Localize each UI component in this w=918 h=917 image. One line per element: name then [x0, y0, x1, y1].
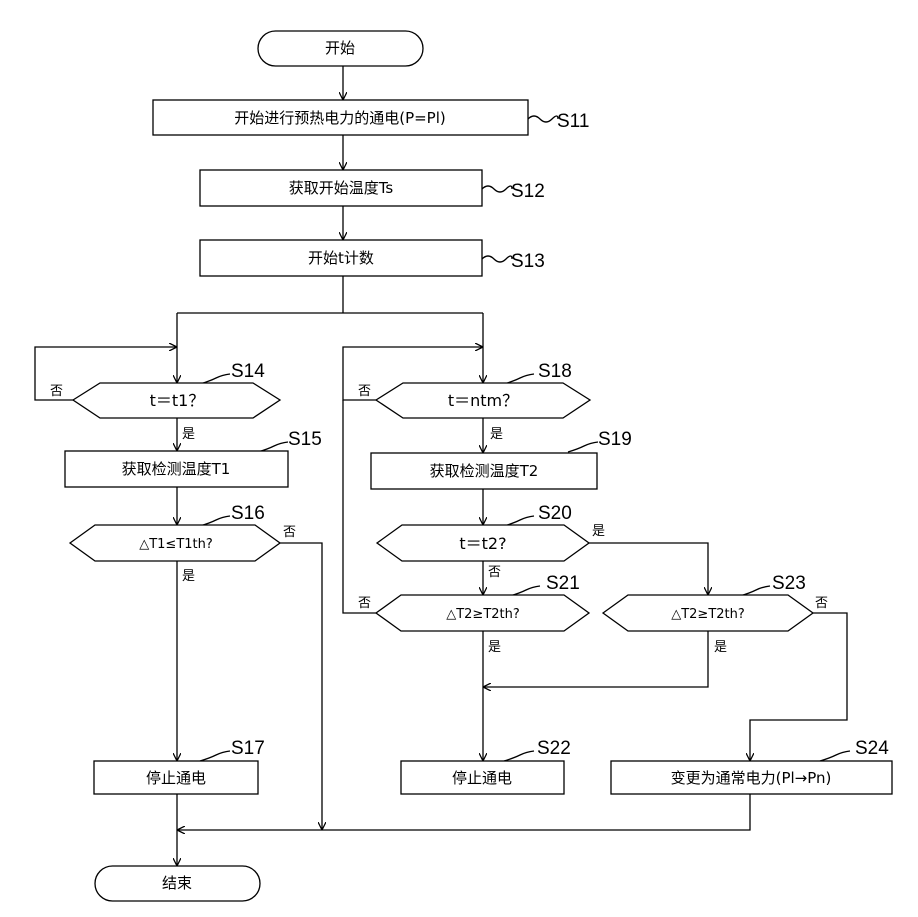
- decision-s16-label: S16: [231, 503, 265, 524]
- s16-yes-label: 是: [182, 569, 195, 584]
- step-s11: 开始进行预热电力的通电(P=Pl) S11: [153, 100, 589, 135]
- decision-s14-text: t＝t1？: [150, 391, 205, 410]
- step-s13-text: 开始t计数: [308, 249, 374, 267]
- decision-s20-text: t＝t2?: [459, 534, 506, 553]
- step-s22-label: S22: [537, 738, 571, 759]
- s23-no-label: 否: [815, 596, 828, 611]
- decision-s21-text: △T2≥T2th?: [446, 607, 520, 622]
- s18-yes-label: 是: [490, 427, 503, 442]
- decision-s14-label: S14: [231, 361, 265, 382]
- step-s19-text: 获取检测温度T2: [430, 462, 539, 480]
- start-terminal: 开始: [258, 31, 423, 66]
- step-s11-text: 开始进行预热电力的通电(P=Pl): [234, 109, 446, 127]
- s14-no-label: 否: [50, 384, 63, 399]
- decision-s23-text: △T2≥T2th?: [671, 607, 745, 622]
- step-s15-label: S15: [288, 429, 322, 450]
- step-s22-text: 停止通电: [452, 769, 512, 787]
- decision-s16: △T1≤T1th? S16: [70, 503, 280, 561]
- s21-no-label: 否: [358, 596, 371, 611]
- step-s15-text: 获取检测温度T1: [122, 460, 231, 478]
- s20-yes-label: 是: [592, 524, 605, 539]
- s21-yes-label: 是: [488, 640, 501, 655]
- step-s24-label: S24: [855, 738, 889, 759]
- decision-s18-label: S18: [538, 361, 572, 382]
- step-s17-text: 停止通电: [146, 769, 206, 787]
- s18-no-label: 否: [358, 384, 371, 399]
- end-label: 结束: [162, 874, 192, 892]
- start-label: 开始: [325, 39, 355, 57]
- s23-yes-label: 是: [714, 640, 727, 655]
- s16-no-label: 否: [283, 525, 296, 540]
- decision-s16-text: △T1≤T1th?: [139, 537, 213, 552]
- s14-yes-label: 是: [182, 427, 195, 442]
- step-s22: 停止通电 S22: [401, 738, 571, 794]
- step-s17-label: S17: [231, 738, 265, 759]
- step-s19-label: S19: [598, 429, 632, 450]
- step-s12-text: 获取开始温度Ts: [289, 179, 394, 197]
- step-s24: 变更为通常电力(Pl→Pn) S24: [611, 738, 892, 794]
- decision-s20-label: S20: [538, 503, 572, 524]
- step-s12-label: S12: [511, 181, 545, 202]
- step-s24-text: 变更为通常电力(Pl→Pn): [671, 769, 832, 787]
- decision-s21-label: S21: [546, 573, 580, 594]
- step-s17: 停止通电 S17: [94, 738, 265, 794]
- end-terminal: 结束: [95, 866, 260, 901]
- s20-no-label: 否: [488, 565, 501, 580]
- step-s13-label: S13: [511, 251, 545, 272]
- step-s11-label: S11: [557, 111, 589, 132]
- decision-s18-text: t＝ntm？: [448, 391, 518, 410]
- decision-s23-label: S23: [772, 573, 806, 594]
